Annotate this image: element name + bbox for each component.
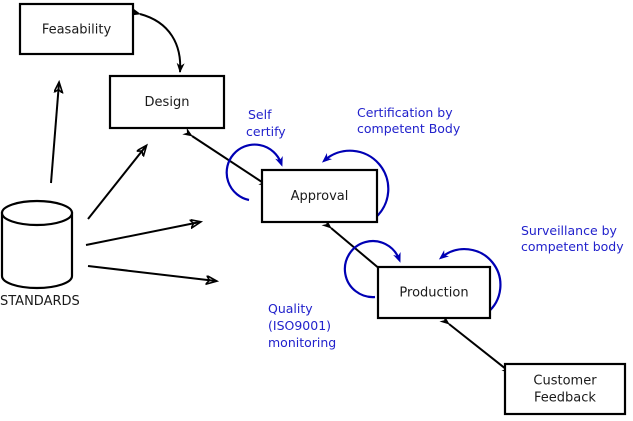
standards-label: STANDARDS (0, 294, 80, 309)
edge-standards-design (87, 146, 146, 220)
annotation-self-certify-line1: Self (248, 107, 272, 122)
annotation-self-certify-line2: certify (246, 124, 286, 139)
annotation-quality-line1: Quality (268, 301, 313, 316)
node-standards-datastore[interactable]: STANDARDS (0, 199, 80, 309)
node-design-label: Design (145, 95, 190, 110)
loop-certification-competent-body (321, 149, 390, 219)
annotation-certification-line1: Certification by (357, 105, 453, 120)
annotation-surveillance-by-competent-body: Surveillance by competent body (521, 223, 624, 254)
node-design[interactable]: Design (108, 74, 226, 130)
node-production-label: Production (399, 286, 468, 301)
loop-quality-monitoring (343, 239, 401, 299)
annotation-quality-monitoring: Quality (ISO9001) monitoring (268, 301, 336, 350)
node-approval-box[interactable] (260, 168, 379, 224)
edge-production-customer-feedback (439, 315, 512, 374)
annotation-self-certify: Self certify (246, 107, 286, 139)
node-production[interactable]: Production (376, 265, 492, 320)
node-approval[interactable]: Approval (260, 168, 379, 224)
standards-cylinder-body[interactable] (0, 211, 74, 290)
node-feasability[interactable]: Feasability (18, 2, 135, 56)
edge-standards-approval-upper (85, 222, 200, 246)
node-customer-feedback-box[interactable] (503, 362, 627, 416)
node-feasability-label: Feasability (42, 23, 112, 38)
node-approval-label: Approval (291, 189, 349, 204)
node-customer-feedback-label-line1: Customer (533, 374, 597, 389)
annotation-surveillance-line2: competent body (521, 239, 624, 254)
node-design-box[interactable] (108, 74, 226, 130)
node-production-box[interactable] (376, 265, 492, 320)
edge-standards-feasability (50, 83, 59, 184)
loop-surveillance-competent-body (438, 247, 502, 314)
annotation-certification-line2: competent Body (357, 121, 461, 136)
loop-self-certify (225, 143, 283, 202)
edge-standards-approval-lower (87, 265, 216, 281)
node-customer-feedback-label-line2: Feedback (534, 391, 596, 406)
standards-cylinder-top[interactable] (0, 199, 74, 227)
annotation-surveillance-line1: Surveillance by (521, 223, 618, 238)
annotation-quality-line3: monitoring (268, 335, 336, 350)
annotation-certification-by-competent-body: Certification by competent Body (357, 105, 461, 136)
node-feasability-box[interactable] (18, 2, 135, 56)
annotation-quality-line2: (ISO9001) (268, 318, 331, 333)
node-customer-feedback[interactable]: Customer Feedback (503, 362, 627, 416)
edge-feasability-design (130, 7, 185, 73)
